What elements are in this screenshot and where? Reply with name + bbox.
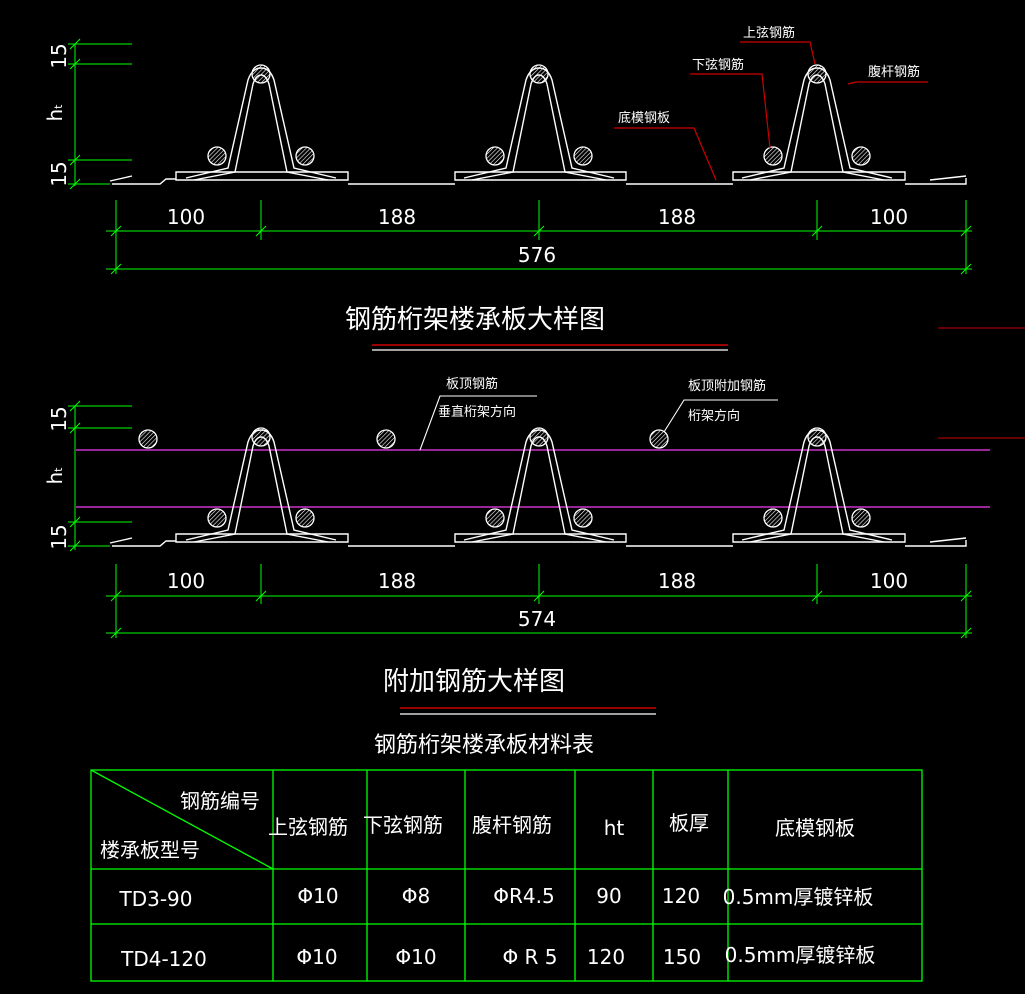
bottom-leaders: [419, 395, 778, 451]
top-detail-view: 15 ht 15: [43, 25, 972, 351]
top-dim-ht: ht: [43, 104, 67, 122]
cell-r1-web: ΦR4.5: [493, 884, 554, 908]
bottom-dim-15-top: 15: [47, 406, 71, 431]
label-top-bar-line1: 板顶钢筋: [446, 376, 498, 392]
table-grid: [90, 769, 923, 982]
top-truss-2: [463, 67, 615, 181]
top-view-title: 钢筋桁架楼承板大样图: [345, 305, 605, 335]
cell-r1-deck: 0.5mm厚镀锌板: [723, 885, 874, 909]
label-deck: 底模钢板: [618, 110, 670, 126]
header-ht: ht: [604, 816, 625, 840]
header-web: 腹杆钢筋: [472, 813, 552, 837]
cell-r2-top: Φ10: [296, 945, 337, 969]
table-corner-top: 钢筋编号: [180, 789, 260, 813]
cell-r1-bottom: Φ8: [402, 884, 430, 908]
cell-r2-ht: 120: [587, 945, 625, 969]
bottom-view-title: 附加钢筋大样图: [383, 667, 565, 697]
label-top-bar-line2: 垂直桁架方向: [438, 404, 516, 420]
cell-r1-model: TD3-90: [118, 887, 192, 911]
bottom-truss-3: [741, 429, 893, 543]
table-corner-bottom: 楼承板型号: [100, 838, 200, 862]
bottom-vertical-dimension: [68, 400, 132, 552]
bottom-truss-2: [463, 429, 615, 543]
bottom-truss-1: [185, 429, 337, 543]
cell-r2-bottom: Φ10: [395, 945, 436, 969]
top-truss-1: [185, 67, 337, 181]
cell-r2-deck: 0.5mm厚镀锌板: [725, 943, 876, 967]
top-leaders: [614, 41, 928, 181]
label-extra-bar-line2: 桁架方向: [688, 408, 740, 424]
top-dim-15-bottom: 15: [47, 161, 71, 186]
top-dim-15-top: 15: [47, 43, 71, 68]
top-horizontal-dimensions: [106, 200, 972, 275]
bottom-deck-profile: [109, 533, 967, 547]
bottom-rebars: [138, 427, 871, 528]
material-table: 钢筋桁架楼承板材料表 钢筋编号 楼承板型号 上弦钢筋 下弦钢筋 腹杆钢筋 ht …: [90, 733, 923, 982]
bottom-total: 574: [518, 607, 556, 631]
label-top-chord: 上弦钢筋: [743, 25, 795, 41]
label-extra-bar-line1: 板顶附加钢筋: [688, 378, 766, 394]
cell-r2-model: TD4-120: [120, 947, 207, 971]
top-truss-3: [741, 67, 893, 181]
bottom-seg-2: 188: [378, 569, 416, 593]
bottom-seg-3: 188: [658, 569, 696, 593]
top-total: 576: [518, 243, 556, 267]
top-seg-4: 100: [870, 205, 908, 229]
header-thickness: 板厚: [669, 811, 709, 835]
top-rebars: [207, 64, 871, 166]
top-seg-2: 188: [378, 205, 416, 229]
cell-r1-thickness: 120: [662, 884, 700, 908]
cell-r2-web: Φ R 5: [502, 945, 557, 969]
bottom-detail-view: 15 ht 15: [43, 376, 990, 715]
bottom-horizontal-dimensions: [106, 564, 972, 639]
bottom-seg-4: 100: [870, 569, 908, 593]
top-vertical-dimension: [68, 38, 132, 190]
top-seg-3: 188: [658, 205, 696, 229]
cell-r1-top: Φ10: [297, 884, 338, 908]
label-bottom-chord: 下弦钢筋: [692, 57, 744, 73]
table-title: 钢筋桁架楼承板材料表: [374, 733, 594, 758]
top-deck-profile: [109, 171, 967, 185]
header-top-chord: 上弦钢筋: [268, 815, 348, 839]
bottom-dim-ht: ht: [43, 467, 67, 485]
bottom-seg-1: 100: [167, 569, 205, 593]
table-row-1: TD3-90 Φ10 Φ8 ΦR4.5 90 120 0.5mm厚镀锌板: [118, 884, 873, 911]
table-row-2: TD4-120 Φ10 Φ10 Φ R 5 120 150 0.5mm厚镀锌板: [120, 943, 875, 971]
bottom-dim-15-bottom: 15: [47, 524, 71, 549]
cell-r2-thickness: 150: [663, 945, 701, 969]
header-bottom-chord: 下弦钢筋: [363, 813, 443, 837]
label-web: 腹杆钢筋: [868, 64, 920, 80]
cell-r1-ht: 90: [596, 884, 621, 908]
top-seg-1: 100: [167, 205, 205, 229]
header-deck: 底模钢板: [775, 816, 855, 840]
